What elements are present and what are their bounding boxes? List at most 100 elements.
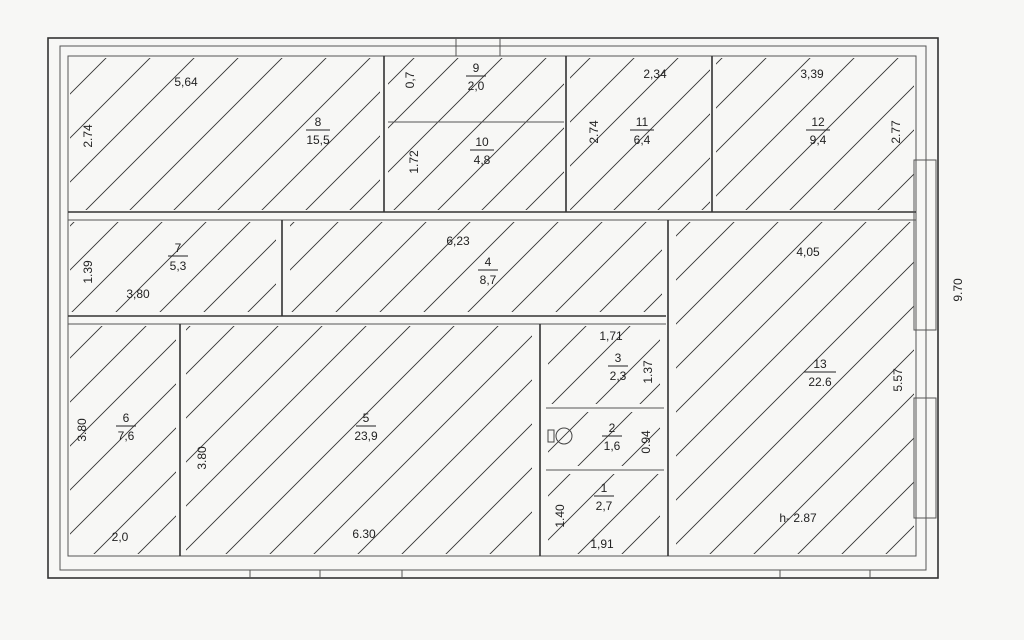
hatch-line bbox=[928, 0, 1024, 600]
dim-3-80-horizontal: 3,80 bbox=[126, 287, 150, 301]
hatch-line bbox=[0, 0, 428, 600]
hatch-line bbox=[840, 0, 1024, 600]
dim-3-39: 3,39 bbox=[800, 67, 824, 81]
hatch-line bbox=[0, 0, 516, 600]
dim-1-40: 1.40 bbox=[553, 504, 567, 528]
room-12: 12 9,4 bbox=[806, 115, 830, 147]
hatch-line bbox=[664, 0, 1024, 600]
hatch-line bbox=[716, 58, 811, 153]
room-8-number: 8 bbox=[315, 115, 322, 129]
hatch-line bbox=[70, 222, 119, 271]
dim-2-74-mid: 2.74 bbox=[587, 120, 601, 144]
hatch-line bbox=[840, 0, 1024, 600]
hatch-line bbox=[0, 0, 208, 600]
dim-1-39: 1.39 bbox=[81, 260, 95, 284]
hatch-line bbox=[885, 525, 914, 554]
hatch-line bbox=[0, 0, 472, 600]
hatch-line bbox=[716, 58, 855, 197]
hatch-region bbox=[0, 0, 1024, 600]
hatch-line bbox=[570, 69, 710, 210]
hatch-line bbox=[0, 0, 32, 600]
hatch-line bbox=[0, 0, 516, 600]
hatch-line bbox=[664, 0, 1024, 600]
hatch-region bbox=[0, 0, 1024, 600]
hatch-line bbox=[753, 393, 914, 554]
hatch-line bbox=[972, 0, 1024, 600]
hatch-line bbox=[928, 0, 1024, 600]
hatch-line bbox=[928, 0, 1024, 600]
dim-6-30: 6.30 bbox=[352, 527, 376, 541]
hatch-line bbox=[0, 0, 76, 600]
hatch-region bbox=[0, 0, 1024, 600]
hatch-line bbox=[752, 0, 1024, 600]
hatch-line bbox=[511, 222, 603, 312]
room-4-area: 8,7 bbox=[480, 273, 497, 287]
hatch-line bbox=[840, 0, 1024, 600]
hatch-line bbox=[0, 0, 76, 600]
hatch-line bbox=[0, 0, 428, 600]
room-11: 11 6,4 bbox=[630, 115, 654, 147]
dim-2-34: 2,34 bbox=[643, 67, 667, 81]
hatch-line bbox=[0, 0, 384, 600]
hatch-line bbox=[0, 0, 384, 600]
hatch-line bbox=[129, 58, 283, 210]
hatch-line bbox=[0, 0, 32, 600]
hatch-line bbox=[972, 0, 1024, 600]
hatch-line bbox=[1016, 0, 1024, 600]
hatch-line bbox=[676, 222, 867, 413]
hatch-line bbox=[752, 0, 1024, 600]
hatch-line bbox=[840, 0, 1024, 600]
room-10-number: 10 bbox=[475, 135, 489, 149]
dim-2-0: 2,0 bbox=[112, 530, 129, 544]
hatch-line bbox=[664, 0, 1024, 600]
hatch-line bbox=[676, 222, 911, 457]
hatch-line bbox=[752, 0, 1024, 600]
hatch-line bbox=[0, 0, 208, 600]
hatch-line bbox=[335, 222, 427, 312]
hatch-line bbox=[0, 0, 340, 600]
hatch-line bbox=[840, 0, 1024, 600]
hatch-line bbox=[0, 0, 76, 600]
room-5-area: 23,9 bbox=[354, 429, 378, 443]
hatch-line bbox=[0, 0, 516, 600]
hatch-line bbox=[393, 58, 547, 210]
hatch-line bbox=[388, 58, 415, 85]
hatch-line bbox=[0, 0, 208, 600]
hatch-line bbox=[972, 0, 1024, 600]
dim-1-37: 1.37 bbox=[641, 360, 655, 384]
hatch-line bbox=[0, 0, 32, 600]
hatch-line bbox=[599, 249, 662, 312]
hatch-line bbox=[928, 0, 1024, 600]
fixtures bbox=[547, 427, 573, 445]
hatch-line bbox=[840, 0, 1024, 600]
hatch-line bbox=[752, 0, 1024, 600]
hatch-line bbox=[291, 222, 383, 312]
hatch-line bbox=[0, 0, 32, 600]
room-3: 3 2,3 bbox=[608, 351, 628, 383]
hatch-line bbox=[664, 0, 1024, 600]
hatch-line bbox=[70, 339, 176, 447]
room-12-number: 12 bbox=[811, 115, 825, 129]
hatch-line bbox=[70, 326, 147, 403]
hatch-line bbox=[840, 0, 1024, 600]
room-2-number: 2 bbox=[609, 421, 616, 435]
dim-2-77: 2.77 bbox=[889, 120, 903, 144]
room-5: 5 23,9 bbox=[354, 411, 378, 443]
hatch-line bbox=[203, 239, 276, 312]
hatch-line bbox=[972, 0, 1024, 600]
toilet-icon bbox=[555, 427, 573, 445]
hatch-line bbox=[676, 222, 779, 325]
hatch-line bbox=[217, 58, 371, 210]
hatch-line bbox=[0, 0, 208, 600]
hatch-line bbox=[247, 283, 276, 312]
hatch-line bbox=[115, 222, 207, 312]
hatch-line bbox=[716, 58, 767, 109]
dim-0-94: 0.94 bbox=[639, 430, 653, 454]
hatch-line bbox=[0, 0, 32, 600]
hatch-line bbox=[85, 58, 239, 210]
dim-2-74-left: 2.74 bbox=[81, 124, 95, 148]
hatch-line bbox=[752, 0, 1024, 600]
room-5-number: 5 bbox=[363, 411, 370, 425]
hatch-line bbox=[577, 474, 659, 554]
hatch-line bbox=[173, 58, 327, 210]
